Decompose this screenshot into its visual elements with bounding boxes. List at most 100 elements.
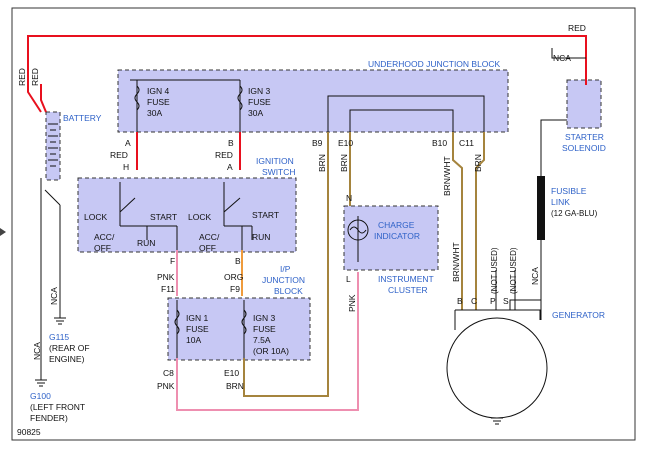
ign3-fuse-rating: 30A xyxy=(248,108,263,118)
figure-id: 90825 xyxy=(17,427,41,437)
switch-lock1: LOCK xyxy=(84,212,107,222)
ign3b-fuse-note: (OR 10A) xyxy=(253,346,289,356)
g115-label2: (REAR OF xyxy=(49,343,90,353)
ign4-fuse-label2: FUSE xyxy=(147,97,170,107)
wire-label-red-left1: RED xyxy=(17,68,27,86)
ign1-fuse-rating: 10A xyxy=(186,335,201,345)
wire-label-red-left2: RED xyxy=(30,68,40,86)
wire-label-pnk3: PNK xyxy=(157,381,175,391)
switch-acc1a: ACC/ xyxy=(94,232,115,242)
starter-label1: STARTER xyxy=(565,132,604,142)
connector-f9: F9 xyxy=(230,284,240,294)
wire-label-brnwht2: BRN/WHT xyxy=(451,242,461,282)
underhood-block-label: UNDERHOOD JUNCTION BLOCK xyxy=(368,59,501,69)
wire-label-red2: RED xyxy=(215,150,233,160)
starter-solenoid-box xyxy=(566,79,602,129)
ignition-label1: IGNITION xyxy=(256,156,294,166)
ign4-fuse-label: IGN 4 xyxy=(147,86,169,96)
connector-b2: B xyxy=(235,256,241,266)
instrument-label1: INSTRUMENT xyxy=(378,274,434,284)
battery-icon xyxy=(48,123,58,167)
fusible-label2: LINK xyxy=(551,197,570,207)
connector-l: L xyxy=(346,274,351,284)
wire-label-nca-right: NCA xyxy=(530,267,540,285)
not-used-label2: (NOT USED) xyxy=(509,247,518,294)
switch-start1: START xyxy=(150,212,177,222)
ign3b-fuse-rating: 7.5A xyxy=(253,335,271,345)
g100-label2: (LEFT FRONT xyxy=(30,402,85,412)
wire-label-brn3: BRN xyxy=(473,154,483,172)
ign3-fuse-label: IGN 3 xyxy=(248,86,270,96)
fusible-label3: (12 GA-BLU) xyxy=(551,209,598,218)
red-wires xyxy=(27,35,587,170)
fuse-symbols xyxy=(134,85,247,335)
switch-run2: RUN xyxy=(252,232,270,242)
pink-wires xyxy=(176,250,359,411)
ignition-switch-box xyxy=(77,177,297,253)
connector-a2: A xyxy=(227,162,233,172)
black-wires xyxy=(40,48,586,380)
g115-label1: G115 xyxy=(49,332,69,342)
ip-label3: BLOCK xyxy=(274,286,303,296)
connector-f: F xyxy=(170,256,175,266)
g100-label1: G100 xyxy=(30,391,51,401)
gen-terminal-s: S xyxy=(503,296,509,306)
switch-acc1b: OFF xyxy=(94,243,111,253)
switch-run1: RUN xyxy=(137,238,155,248)
wire-label-brn4: BRN xyxy=(226,381,244,391)
wire-label-brn1: BRN xyxy=(317,154,327,172)
g115-label3: ENGINE) xyxy=(49,354,85,364)
ign1-fuse-label2: FUSE xyxy=(186,324,209,334)
wire-label-red1: RED xyxy=(110,150,128,160)
ip-junction-block-box xyxy=(167,297,311,361)
wire-label-nca-left: NCA xyxy=(49,287,59,305)
wire-label-brnwht1: BRN/WHT xyxy=(442,156,452,196)
not-used-label1: (NOT USED) xyxy=(490,247,499,294)
connector-n: N xyxy=(346,193,352,203)
gen-terminal-p: P xyxy=(490,296,496,306)
ign1-fuse-icon xyxy=(174,309,180,335)
starter-label2: SOLENOID xyxy=(562,143,606,153)
generator-icon xyxy=(446,317,548,419)
wire-label-nca-left2: NCA xyxy=(32,342,42,360)
underhood-junction-block xyxy=(117,69,509,133)
g115-ground-icon xyxy=(54,317,66,325)
diagram-frame xyxy=(11,7,636,441)
connector-b10: B10 xyxy=(432,138,447,148)
wire-label-nca-top: NCA xyxy=(553,53,571,63)
fusible-link-icon xyxy=(537,176,545,240)
instrument-label2: CLUSTER xyxy=(388,285,428,295)
instrument-cluster-box xyxy=(343,205,439,271)
connector-h: H xyxy=(123,162,129,172)
wire-label-pnk2: PNK xyxy=(347,294,357,312)
charge-label2: INDICATOR xyxy=(374,231,420,241)
connector-c8: C8 xyxy=(163,368,174,378)
wire-label-brn2: BRN xyxy=(339,154,349,172)
charge-lamp-icon xyxy=(347,219,369,241)
ip-label1: I/P xyxy=(280,264,291,274)
ign3b-fuse-label: IGN 3 xyxy=(253,313,275,323)
wire-label-red-top: RED xyxy=(568,23,586,33)
ign4-fuse-icon xyxy=(134,85,140,111)
switch-acc2b: OFF xyxy=(199,243,216,253)
ip-label2: JUNCTION xyxy=(262,275,305,285)
lamp-filament-icon xyxy=(349,226,367,234)
charge-label1: CHARGE xyxy=(378,220,415,230)
battery-box xyxy=(45,111,61,181)
generator-ground-icon xyxy=(491,417,503,425)
g100-ground-icon xyxy=(35,379,47,387)
scroll-marker-icon xyxy=(0,228,6,236)
connector-b9: B9 xyxy=(312,138,323,148)
switch-acc2a: ACC/ xyxy=(199,232,220,242)
battery-label: BATTERY xyxy=(63,113,102,123)
ground-symbols xyxy=(35,317,503,425)
g100-label3: FENDER) xyxy=(30,413,68,423)
switch-lock2: LOCK xyxy=(188,212,211,222)
gen-terminal-b: B xyxy=(457,296,463,306)
wire-label-org: ORG xyxy=(224,272,243,282)
connector-b1: B xyxy=(228,138,234,148)
wire-label-pnk1: PNK xyxy=(157,272,175,282)
connector-a1: A xyxy=(125,138,131,148)
